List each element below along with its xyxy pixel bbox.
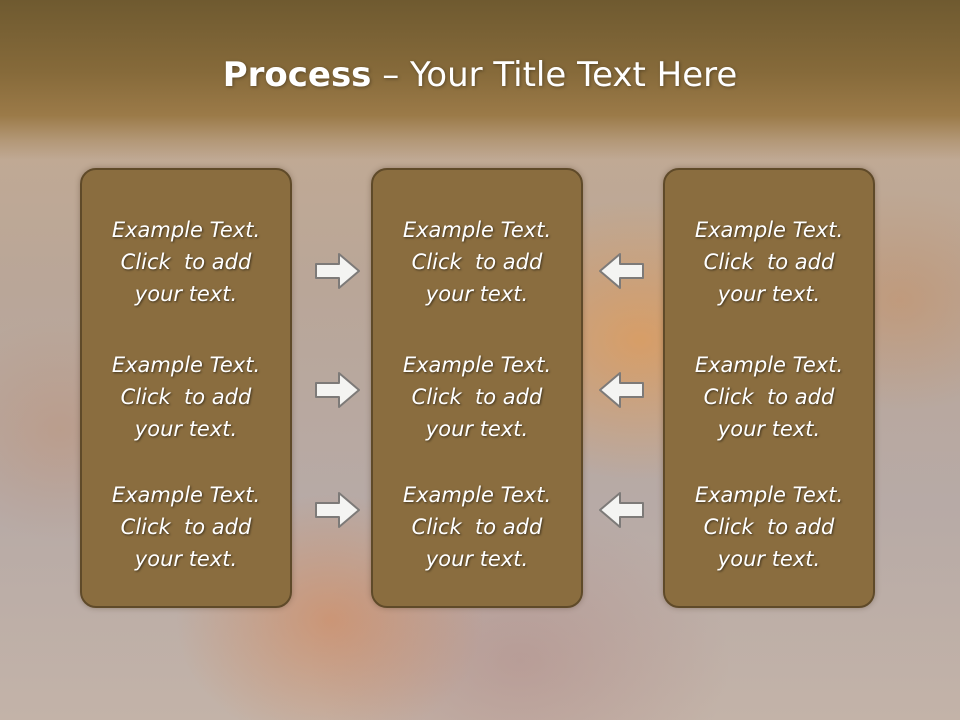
arrow-right-icon: [315, 253, 360, 289]
arrow-left-icon: [599, 253, 644, 289]
text-placeholder[interactable]: Example Text. Click to add your text.: [694, 218, 844, 306]
text-placeholder[interactable]: Example Text. Click to add your text.: [111, 353, 261, 441]
slide-title[interactable]: Process – Your Title Text Here: [0, 52, 960, 98]
text-placeholder[interactable]: Example Text. Click to add your text.: [402, 218, 552, 306]
text-placeholder[interactable]: Example Text. Click to add your text.: [402, 483, 552, 571]
process-box-center[interactable]: Example Text. Click to add your text. Ex…: [371, 168, 583, 608]
arrow-right-icon: [315, 492, 360, 528]
text-placeholder[interactable]: Example Text. Click to add your text.: [111, 483, 261, 571]
title-banner: [0, 0, 960, 160]
title-rest-part: – Your Title Text Here: [371, 55, 738, 95]
title-bold-part: Process: [222, 55, 372, 95]
text-placeholder[interactable]: Example Text. Click to add your text.: [111, 218, 261, 306]
process-box-right[interactable]: Example Text. Click to add your text. Ex…: [663, 168, 875, 608]
text-placeholder[interactable]: Example Text. Click to add your text.: [694, 353, 844, 441]
arrow-left-icon: [599, 492, 644, 528]
arrow-left-icon: [599, 372, 644, 408]
process-box-left[interactable]: Example Text. Click to add your text. Ex…: [80, 168, 292, 608]
text-placeholder[interactable]: Example Text. Click to add your text.: [694, 483, 844, 571]
arrow-right-icon: [315, 372, 360, 408]
text-placeholder[interactable]: Example Text. Click to add your text.: [402, 353, 552, 441]
